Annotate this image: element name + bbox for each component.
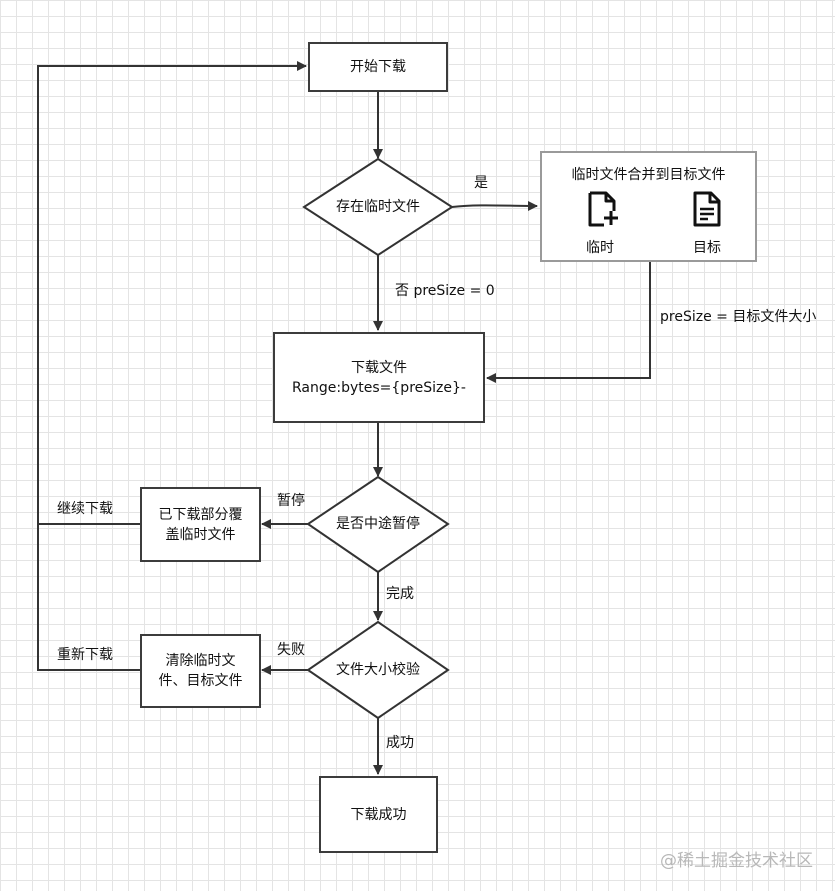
edge-label-redownload: 重新下载 [57, 647, 113, 663]
merge-node: 临时文件合并到目标文件 临时 目标 [540, 151, 757, 262]
edge-label-continue: 继续下载 [57, 501, 113, 517]
clear-label-line2: 件、目标文件 [158, 673, 243, 689]
start-label: 开始下载 [350, 59, 406, 75]
edge-merge-to-download [486, 262, 651, 383]
start-node: 开始下载 [308, 42, 448, 92]
verify-label: 文件大小校验 [336, 662, 420, 678]
edge-label-yes: 是 [474, 175, 488, 191]
paused-question-label: 是否中途暂停 [336, 516, 420, 532]
merge-title: 临时文件合并到目标文件 [571, 167, 726, 183]
clear-node: 清除临时文 件、目标文件 [140, 634, 261, 708]
success-label: 下载成功 [350, 806, 407, 823]
edge-label-pause: 暂停 [277, 493, 305, 509]
success-node: 下载成功 [319, 776, 438, 853]
download-label-line1: 下载文件 [351, 359, 407, 376]
overwrite-node: 已下载部分覆 盖临时文件 [140, 487, 261, 562]
file-add-icon [588, 191, 618, 227]
edge-has-temp-yes [451, 200, 538, 211]
overwrite-label-line2: 盖临时文件 [165, 526, 236, 543]
overwrite-label-line1: 已下载部分覆 [158, 506, 243, 523]
edge-label-no-presize: 否 preSize = 0 [395, 283, 495, 299]
decision-verify-shape [306, 620, 450, 720]
clear-label-line1: 清除临时文 [165, 653, 236, 669]
has-temp-label: 存在临时文件 [336, 199, 420, 215]
edge-label-success: 成功 [386, 735, 414, 751]
download-label-line2: Range:bytes={preSize}- [292, 379, 466, 396]
file-text-icon [693, 191, 721, 227]
edge-label-done: 完成 [386, 586, 414, 602]
edge-redownload-loop [37, 61, 307, 671]
download-node: 下载文件 Range:bytes={preSize}- [273, 332, 485, 423]
watermark: @稀土掘金技术社区 [660, 851, 813, 871]
merge-target-caption: 目标 [693, 240, 721, 256]
edge-label-fail: 失败 [277, 642, 305, 658]
merge-temp-caption: 临时 [586, 240, 614, 256]
edge-label-presize-target: preSize = 目标文件大小 [660, 309, 817, 325]
decision-paused-shape [306, 475, 450, 574]
decision-has-temp-shape [302, 157, 454, 257]
